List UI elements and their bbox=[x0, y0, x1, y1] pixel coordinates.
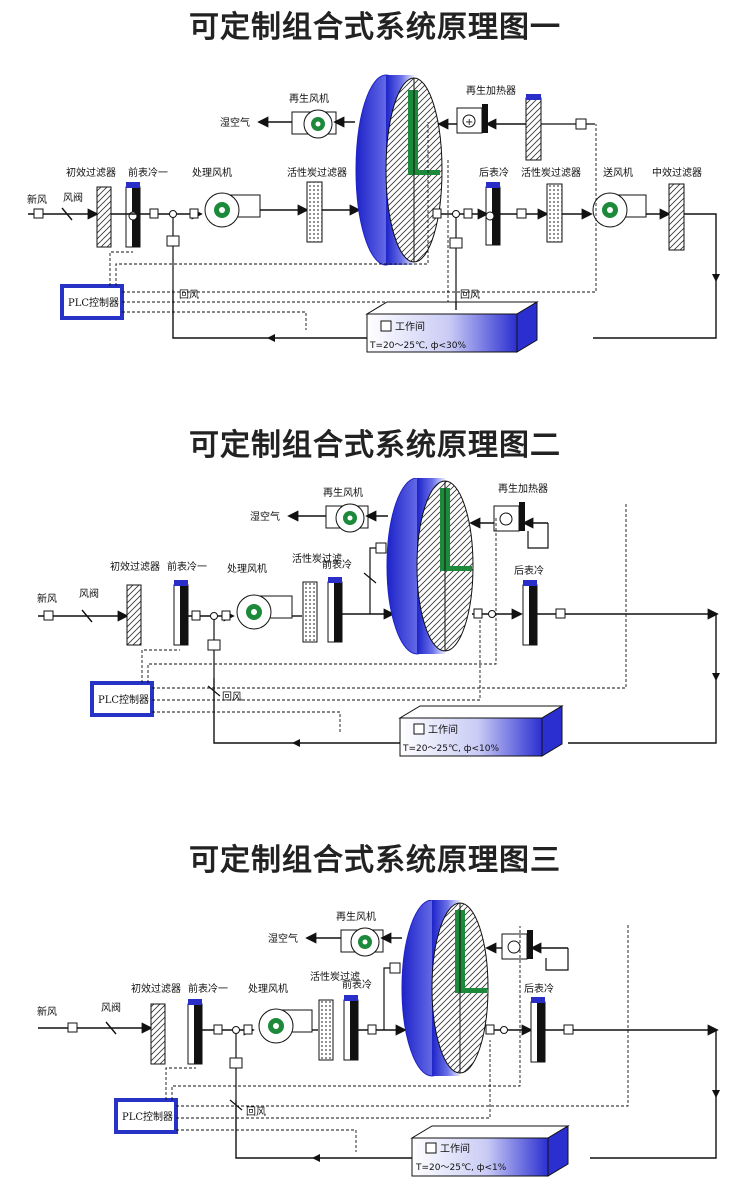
fresh-air-label: 新风 bbox=[37, 592, 57, 605]
room-spec: T=20～25℃, ф<30% bbox=[369, 341, 466, 351]
wet-air-label: 湿空气 bbox=[268, 932, 298, 945]
regen-fan-icon bbox=[340, 927, 384, 957]
regen-heater-label: 再生加热器 bbox=[466, 84, 516, 97]
room-spec: T=20～25℃, ф<1% bbox=[415, 1163, 507, 1173]
primary-filter-icon bbox=[126, 584, 142, 646]
process-fan-label: 处理风机 bbox=[248, 982, 288, 995]
svg-text:+: + bbox=[465, 117, 473, 128]
carbon-filter-label: 活性炭过滤 bbox=[292, 552, 342, 565]
room-spec: T=20～25℃, ф<10% bbox=[402, 744, 499, 754]
regen-fan-label: 再生风机 bbox=[323, 486, 363, 499]
diagram-1: 新风 风阀 初效过滤器 前表冷一 处理风机 活性炭过滤器 再生风机 bbox=[27, 74, 720, 353]
return-air-label: 回风 bbox=[222, 691, 242, 703]
fresh-air-label: 新风 bbox=[27, 193, 47, 206]
carbon-filter-label: 活性炭过滤 bbox=[310, 970, 360, 983]
diagram-1-title: 可定制组合式系统原理图一 bbox=[189, 10, 561, 45]
plc-controller bbox=[114, 1098, 178, 1134]
desiccant-wheel-icon bbox=[355, 74, 443, 266]
return-air-1-label: 回风 bbox=[179, 289, 199, 301]
regen-heater-label: 再生加热器 bbox=[498, 482, 548, 495]
after-cooler-label: 后表冷 bbox=[514, 564, 544, 577]
regen-fan-label: 再生风机 bbox=[289, 92, 329, 105]
diagram-3: 新风 风阀 初效过滤器 前表冷一 处理风机 活性炭过滤 前表冷 再生风机 bbox=[37, 900, 720, 1177]
supply-fan-icon bbox=[592, 192, 647, 228]
regen-fan-label: 再生风机 bbox=[336, 910, 376, 923]
plc-label: PLC控制器 bbox=[68, 296, 119, 309]
damper-icon bbox=[81, 609, 93, 623]
pre-cooler-label: 前表冷一 bbox=[167, 560, 207, 573]
primary-filter-label: 初效过滤器 bbox=[110, 560, 160, 573]
carbon-filter-2-icon bbox=[546, 183, 563, 243]
process-fan-icon bbox=[204, 192, 261, 228]
primary-filter-icon bbox=[150, 1003, 166, 1065]
plc-label: PLC控制器 bbox=[98, 693, 149, 706]
carbon-filter-2-label: 活性炭过滤器 bbox=[521, 166, 581, 179]
primary-filter-icon bbox=[96, 186, 112, 248]
plc-controller bbox=[90, 681, 154, 717]
carbon-filter-icon bbox=[302, 581, 318, 643]
pre-cooler-label: 前表冷一 bbox=[128, 166, 168, 179]
diagram-2-title: 可定制组合式系统原理图二 bbox=[189, 428, 561, 463]
regen-fan-icon bbox=[291, 109, 337, 139]
damper-icon bbox=[61, 207, 73, 221]
workroom-icon bbox=[365, 301, 539, 353]
return-air-2-label: 回风 bbox=[460, 289, 480, 301]
damper-label: 风阀 bbox=[101, 1001, 121, 1014]
damper-icon bbox=[105, 1021, 117, 1035]
regen-heater-icon bbox=[493, 502, 525, 532]
wet-air-label: 湿空气 bbox=[250, 510, 280, 523]
diagram-3-title: 可定制组合式系统原理图三 bbox=[189, 843, 561, 878]
plc-label: PLC控制器 bbox=[122, 1110, 173, 1123]
return-air-label: 回风 bbox=[246, 1106, 266, 1118]
carbon-filter-icon bbox=[318, 999, 334, 1061]
primary-filter-label: 初效过滤器 bbox=[131, 982, 181, 995]
room-label: 工作间 bbox=[440, 1142, 470, 1155]
sensor-a-icon bbox=[33, 208, 44, 219]
desiccant-wheel-icon bbox=[401, 900, 489, 1077]
damper-label: 风阀 bbox=[63, 191, 83, 204]
process-fan-label: 处理风机 bbox=[227, 562, 267, 575]
medium-filter-icon bbox=[668, 183, 685, 251]
supply-fan-label: 送风机 bbox=[603, 166, 633, 179]
after-cooler-label: 后表冷 bbox=[479, 166, 509, 179]
desiccant-wheel-icon bbox=[386, 478, 474, 655]
process-fan-label: 处理风机 bbox=[192, 166, 232, 179]
regen-fan-icon bbox=[325, 503, 369, 533]
after-cooler-label: 后表冷 bbox=[524, 982, 554, 995]
pre-cooler-2-label: 前表冷 bbox=[322, 558, 352, 571]
diagram-2: 新风 风阀 初效过滤器 前表冷一 处理风机 活性炭过滤 前表冷 再生风机 bbox=[37, 478, 720, 757]
fresh-air-label: 新风 bbox=[37, 1005, 57, 1018]
wet-air-label: 湿空气 bbox=[220, 116, 250, 129]
carbon-filter-icon bbox=[306, 181, 323, 243]
pre-cooler-2-label: 前表冷 bbox=[342, 978, 372, 991]
plc-controller bbox=[60, 284, 124, 320]
carbon-filter-label: 活性炭过滤器 bbox=[287, 166, 347, 179]
pre-cooler-label: 前表冷一 bbox=[188, 982, 228, 995]
regen-heater-icon bbox=[501, 930, 533, 960]
room-label: 工作间 bbox=[395, 320, 425, 333]
primary-filter-label: 初效过滤器 bbox=[66, 166, 116, 179]
damper-label: 风阀 bbox=[79, 587, 99, 600]
medium-filter-label: 中效过滤器 bbox=[652, 166, 702, 179]
process-fan-icon bbox=[236, 594, 293, 630]
room-label: 工作间 bbox=[428, 723, 458, 736]
process-fan-icon bbox=[258, 1008, 313, 1044]
regen-heater-icon: + bbox=[456, 104, 488, 134]
